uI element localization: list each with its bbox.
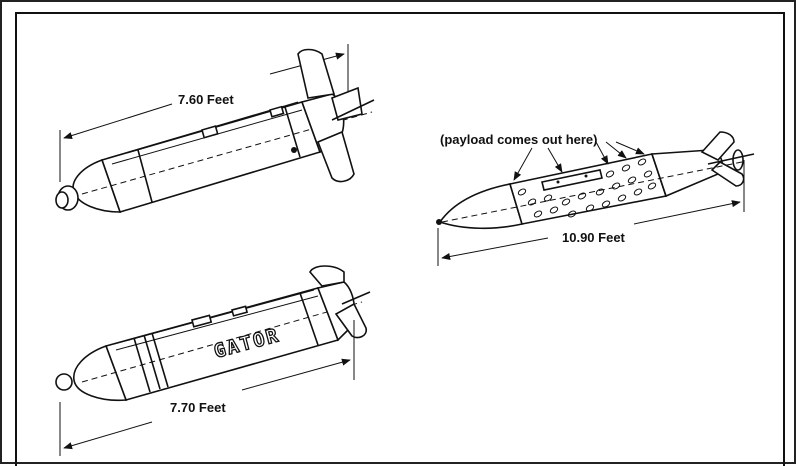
- dimension-line-bottom-left: [59, 320, 355, 456]
- dimension-label-right: 10.90 Feet: [562, 230, 626, 245]
- dimension-label-top-left: 7.60 Feet: [178, 92, 234, 107]
- figure-inner-border: [15, 12, 785, 466]
- payload-ports: [517, 158, 657, 218]
- munition-top-left: 7.60 Feet: [55, 44, 375, 213]
- payload-annotation-arrows: [513, 141, 645, 181]
- munition-bottom-left: GATOR 7.70 Feet: [55, 265, 371, 456]
- payload-annotation-text: (payload comes out here): [440, 132, 597, 147]
- munition-right: (payload comes out here) 10.90 Feet: [436, 131, 755, 266]
- dimension-line-right: [437, 160, 745, 266]
- dimension-label-bottom-left: 7.70 Feet: [170, 400, 226, 415]
